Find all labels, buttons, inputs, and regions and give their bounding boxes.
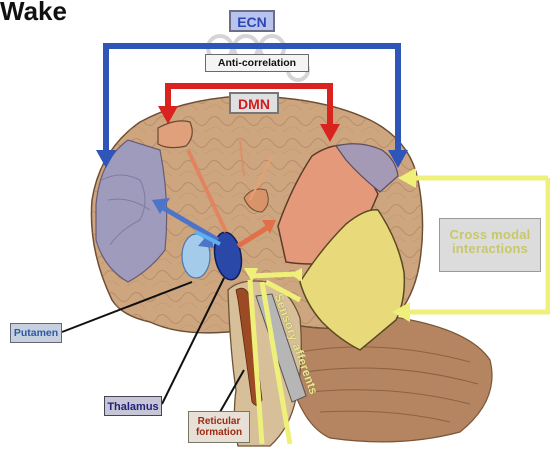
cross-modal-line2: interactions (440, 242, 540, 256)
dmn-label: DMN (229, 92, 279, 114)
cross-modal-label: Cross modal interactions (439, 218, 541, 272)
reticular-line1: Reticular (189, 416, 249, 427)
page-title: Wake (0, 0, 67, 24)
cross-modal-line1: Cross modal (440, 228, 540, 242)
thalamus-label: Thalamus (104, 396, 162, 416)
reticular-formation-label: Reticular formation (188, 411, 250, 443)
prefrontal-dmn-region (158, 121, 192, 148)
putamen-label: Putamen (10, 323, 62, 343)
anti-correlation-label: Anti-correlation (205, 54, 309, 72)
reticular-line2: formation (189, 427, 249, 438)
ecn-label: ECN (229, 10, 275, 32)
